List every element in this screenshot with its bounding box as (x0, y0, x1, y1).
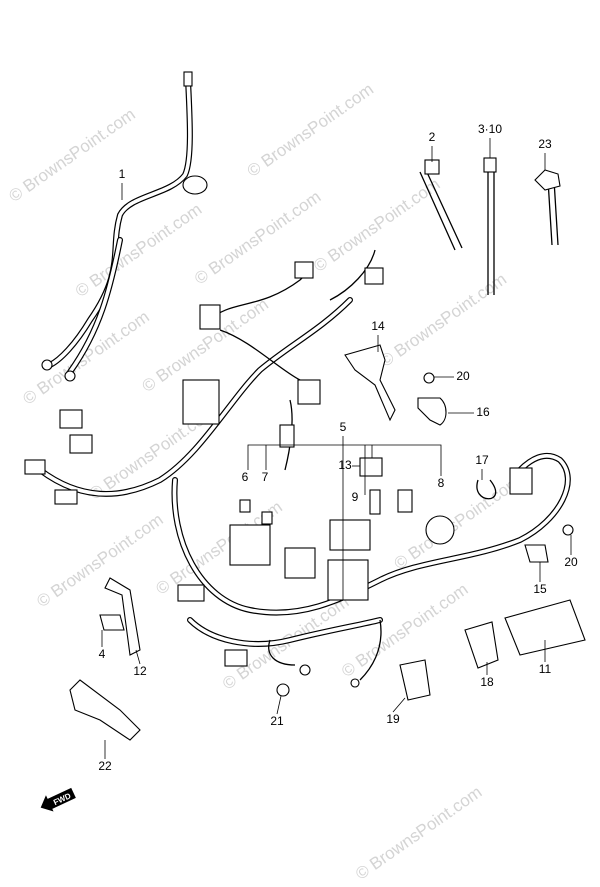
callout-15: 15 (533, 582, 547, 596)
callout-13: 13 (338, 458, 352, 472)
callout-6: 6 (242, 470, 249, 484)
callout-16: 16 (476, 405, 490, 419)
callout-8: 8 (438, 476, 445, 490)
callout-19: 19 (386, 712, 400, 726)
callout-20: 20 (456, 369, 470, 383)
callout-2: 2 (429, 130, 436, 144)
callout-17: 17 (475, 453, 489, 467)
callout-11: 11 (539, 662, 552, 676)
callout-21: 21 (270, 714, 284, 728)
watermark-text: © BrownsPoint.com (310, 174, 443, 275)
watermark-text: © BrownsPoint.com (244, 79, 377, 180)
leader-lines (101, 138, 572, 759)
callout-7: 7 (262, 470, 269, 484)
callout-9: 9 (352, 490, 359, 504)
watermark-text: © BrownsPoint.com (33, 510, 166, 611)
callout-22: 22 (98, 759, 112, 773)
part-1-battery-cable (41, 71, 208, 382)
main-wiring-harness (24, 249, 571, 688)
callout-14: 14 (371, 319, 385, 333)
small-parts (69, 157, 586, 741)
callout-4: 4 (99, 647, 106, 661)
watermark-text: © BrownsPoint.com (5, 105, 138, 206)
callout-3-10: 3·10 (478, 122, 502, 136)
callout-23: 23 (538, 137, 552, 151)
watermark-text: © BrownsPoint.com (377, 269, 510, 370)
callout-18: 18 (480, 675, 494, 689)
callout-12: 12 (133, 664, 147, 678)
fwd-label: FWD (52, 791, 73, 807)
watermark-text: © BrownsPoint.com (72, 200, 205, 301)
fwd-direction-arrow: FWD (40, 787, 76, 812)
callout-1: 1 (119, 167, 126, 181)
watermark-text: © BrownsPoint.com (352, 782, 485, 883)
callout-20: 20 (564, 555, 578, 569)
callout-5: 5 (340, 420, 347, 434)
